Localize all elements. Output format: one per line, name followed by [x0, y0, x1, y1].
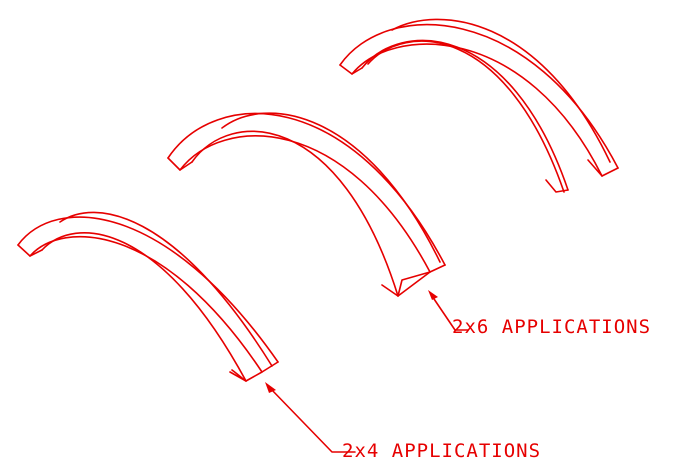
arch-2x4-bottom: [231, 369, 247, 382]
leader-2x4: [269, 387, 356, 453]
arch-2x4-end-right: [229, 361, 279, 382]
arch-back-face-line-2: [367, 40, 565, 193]
arch-2x6-end-right: [381, 264, 446, 297]
arch-back-face-line: [361, 39, 569, 191]
arch-back-end-lower: [545, 179, 569, 193]
arch-2x4-outer-edge: [17, 216, 279, 363]
arrowhead-2x6: [428, 290, 438, 300]
callout-2x6: [428, 290, 469, 331]
arch-back-end-right: [587, 159, 619, 177]
arch-2x6-inner-edge: [179, 135, 431, 273]
arch-2x6-base: [397, 271, 431, 297]
arch-back-outer-edge: [339, 23, 619, 169]
arch-back-inner-edge: [351, 43, 603, 177]
leader-2x6: [431, 295, 469, 331]
arch-2x4-inner-edge: [29, 235, 263, 373]
arch-2x6-back: [339, 18, 619, 193]
arch-back-end-left: [339, 64, 363, 75]
callout-2x4: [265, 382, 356, 453]
arch-2x6-face-line: [191, 130, 399, 297]
arch-2x4-back-edge: [59, 211, 273, 367]
label-2x6-applications: 2x6 APPLICATIONS: [452, 316, 652, 338]
label-2x4-applications: 2x4 APPLICATIONS: [342, 440, 542, 462]
arch-2x4: [17, 211, 279, 382]
arch-2x6-outer-edge: [167, 112, 446, 266]
arch-2x4-end-left: [17, 244, 43, 257]
arrowhead-2x4: [265, 382, 276, 393]
arch-2x6-end-left: [167, 157, 193, 171]
arch-2x4-face-line: [41, 232, 247, 382]
arch-back-back-edge: [391, 18, 611, 163]
arch-2x6-back-edge: [221, 112, 441, 263]
arch-2x6-middle: [167, 112, 446, 297]
